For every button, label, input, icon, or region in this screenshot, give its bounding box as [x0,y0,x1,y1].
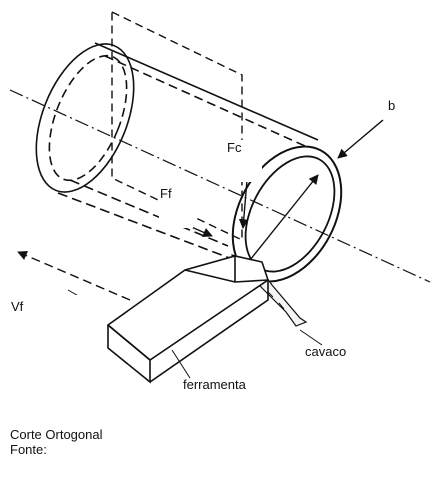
cavaco-label: cavaco [305,344,347,359]
vf-label-box [30,295,108,315]
cylinder-back-inner [48,54,128,182]
ferramenta-leader [171,349,191,379]
cylinder-top-inner [104,55,306,147]
cutting-illustration [9,10,431,384]
cavaco-leader [299,329,323,346]
ff-label: Ff [160,186,172,201]
fc-label: Fc [227,140,242,155]
vf-arrow [17,250,131,301]
ff-label-box [159,186,193,228]
cylinder-back-face [35,43,135,193]
caption-source: Fonte: [10,442,47,457]
cutting-tool [106,255,269,384]
cylinder-bottom-edge [57,192,241,263]
caption-title: Corte Ortogonal [10,427,103,442]
cylinder-top-edge [94,42,319,141]
figure-caption: Corte Ortogonal Fonte: [10,427,103,457]
b-label: b [388,98,396,113]
fc-arrow [238,179,249,229]
cutting-plane [111,10,243,242]
cylinder-bottom-inner [69,179,229,247]
b-label-box [386,96,426,136]
fc-label-box [226,140,262,182]
workpiece-axis [9,89,431,283]
b-arrow [337,119,384,159]
vf-label: Vf [11,299,24,314]
diameter-arrow [249,174,319,261]
ferramenta-label: ferramenta [183,377,246,392]
